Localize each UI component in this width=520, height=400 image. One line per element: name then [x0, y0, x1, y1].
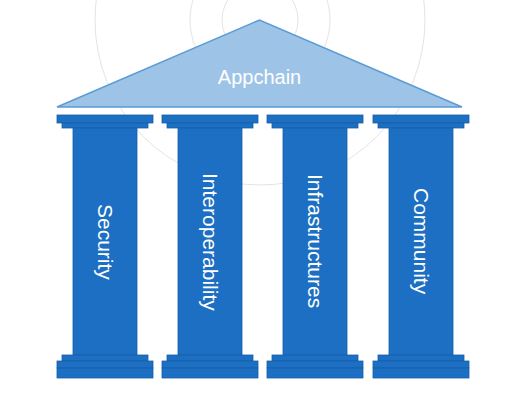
pillar-label: Interoperability [198, 173, 222, 311]
pillar-column: Security [57, 115, 153, 378]
pillar-part [272, 123, 358, 128]
roof-triangle: Appchain [57, 18, 462, 108]
pillar-label: Community [409, 188, 433, 294]
pillar-part [267, 115, 363, 123]
pillar-label-area: Infrastructures [283, 128, 347, 355]
pillar-label-area: Community [389, 128, 453, 355]
roof-label: Appchain [57, 66, 462, 89]
pillar-label-area: Security [73, 128, 137, 355]
pillar-label: Security [93, 204, 117, 280]
pillar-part [267, 361, 363, 368]
pillar-part [178, 128, 242, 355]
pillar-part [162, 115, 258, 123]
pillar-column: Infrastructures [267, 115, 363, 378]
pillar-part [62, 123, 148, 128]
pillar-part [167, 123, 253, 128]
pillar-part [272, 355, 358, 361]
pillar-part [283, 128, 347, 355]
pillar-part [62, 355, 148, 361]
pillar-part [378, 123, 464, 128]
pillar-part [162, 368, 258, 378]
roof-polygon [57, 20, 462, 107]
pillar-label-area: Interoperability [178, 128, 242, 355]
pillar-part [378, 355, 464, 361]
pillar-part [373, 115, 469, 123]
roof-shape [57, 18, 462, 108]
pillar-part [373, 368, 469, 378]
pillar-part [167, 355, 253, 361]
pillar-part [73, 128, 137, 355]
pillar-part [162, 361, 258, 368]
pillar-part [389, 128, 453, 355]
pillar-column: Interoperability [162, 115, 258, 378]
pillar-label: Infrastructures [303, 174, 327, 308]
pillar-part [57, 115, 153, 123]
pillar-part [57, 368, 153, 378]
pillar-part [57, 361, 153, 368]
pillar-part [373, 361, 469, 368]
pillar-column: Community [373, 115, 469, 378]
pillar-part [267, 368, 363, 378]
